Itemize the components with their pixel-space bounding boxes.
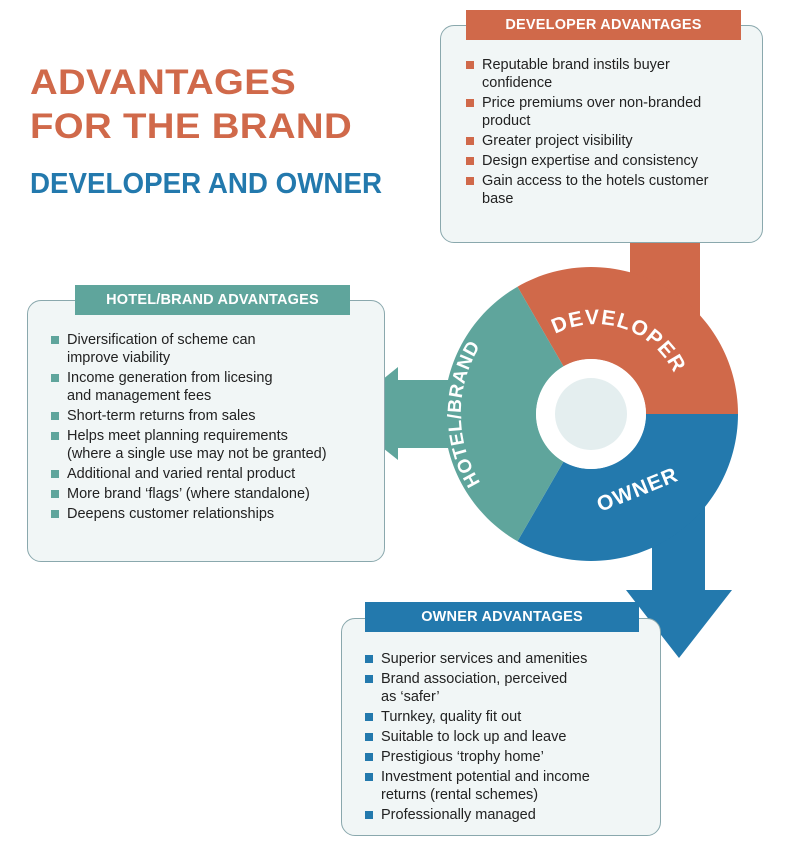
list-item-text: product xyxy=(482,113,531,129)
list-item-text: Diversification of scheme can xyxy=(67,332,256,348)
list-item-text: Design expertise and consistency xyxy=(482,153,699,169)
list-item: Reputable brand instils buyer confidence xyxy=(466,56,708,92)
developer-advantages-header: DEVELOPER ADVANTAGES xyxy=(466,10,741,40)
hotel-arrow xyxy=(340,367,450,460)
list-item: More brand ‘flags’ (where standalone) xyxy=(51,485,327,503)
list-item: Turnkey, quality fit out xyxy=(365,708,590,726)
list-item-text: as ‘safer’ xyxy=(381,689,440,705)
list-item-text: Turnkey, quality fit out xyxy=(381,709,522,725)
list-item: Professionally managed xyxy=(365,806,590,824)
list-item: Brand association, perceived as ‘safer’ xyxy=(365,670,590,706)
list-item-text: Investment potential and income xyxy=(381,769,590,785)
list-item-text: Reputable brand instils buyer xyxy=(482,57,670,73)
list-item-text: Price premiums over non-branded xyxy=(482,95,702,111)
list-item-text: Suitable to lock up and leave xyxy=(381,729,567,745)
list-item: Income generation from licesing and manag… xyxy=(51,369,327,405)
list-item: Short-term returns from sales xyxy=(51,407,327,425)
list-item-text: Brand association, perceived xyxy=(381,671,568,687)
hotel-advantages-header: HOTEL/BRAND ADVANTAGES xyxy=(75,285,350,315)
page-subtitle: DEVELOPER AND OWNER xyxy=(30,168,382,200)
list-item: Superior services and amenities xyxy=(365,650,590,668)
list-item: Diversification of scheme can improve via… xyxy=(51,331,327,367)
hotel-advantages-panel: Diversification of scheme can improve via… xyxy=(27,300,385,562)
list-item-text: and management fees xyxy=(67,388,212,404)
list-item-text: base xyxy=(482,191,514,207)
list-item-text: Greater project visibility xyxy=(482,133,633,149)
hotel-segment xyxy=(444,286,564,542)
list-item-text: More brand ‘flags’ (where standalone) xyxy=(67,486,310,502)
list-item-text: Helps meet planning requirements xyxy=(67,428,288,444)
list-item-text: Additional and varied rental product xyxy=(67,466,296,482)
owner-advantages-header: OWNER ADVANTAGES xyxy=(365,602,639,632)
list-item: Suitable to lock up and leave xyxy=(365,728,590,746)
list-item: Price premiums over non-branded product xyxy=(466,94,708,130)
page-title-line-1: ADVANTAGES xyxy=(30,63,296,102)
hotel-advantages-list: Diversification of scheme can improve via… xyxy=(51,331,327,525)
list-item-text: Deepens customer relationships xyxy=(67,506,275,522)
list-item: Greater project visibility xyxy=(466,132,708,150)
list-item-text: Superior services and amenities xyxy=(381,651,588,667)
list-item: Design expertise and consistency xyxy=(466,152,708,170)
list-item: Gain access to the hotels customer base xyxy=(466,172,708,208)
list-item-text: Income generation from licesing xyxy=(67,370,273,386)
list-item: Deepens customer relationships xyxy=(51,505,327,523)
developer-segment xyxy=(517,267,738,414)
list-item-text: returns (rental schemes) xyxy=(381,787,539,803)
page-title-line-2: FOR THE BRAND xyxy=(30,107,352,146)
list-item-text: Gain access to the hotels customer xyxy=(482,173,709,189)
list-item-text: Prestigious ‘trophy home’ xyxy=(381,749,544,765)
list-item-text: confidence xyxy=(482,75,553,91)
list-item-text: (where a single use may not be granted) xyxy=(67,446,327,462)
list-item-text: Short-term returns from sales xyxy=(67,408,256,424)
list-item-text: Professionally managed xyxy=(381,807,536,823)
list-item: Helps meet planning requirements (where a… xyxy=(51,427,327,463)
list-item: Investment potential and income returns (… xyxy=(365,768,590,804)
list-item: Additional and varied rental product xyxy=(51,465,327,483)
ring-center-disc xyxy=(555,378,627,450)
owner-segment xyxy=(517,414,738,561)
list-item-text: improve viability xyxy=(67,350,171,366)
list-item: Prestigious ‘trophy home’ xyxy=(365,748,590,766)
